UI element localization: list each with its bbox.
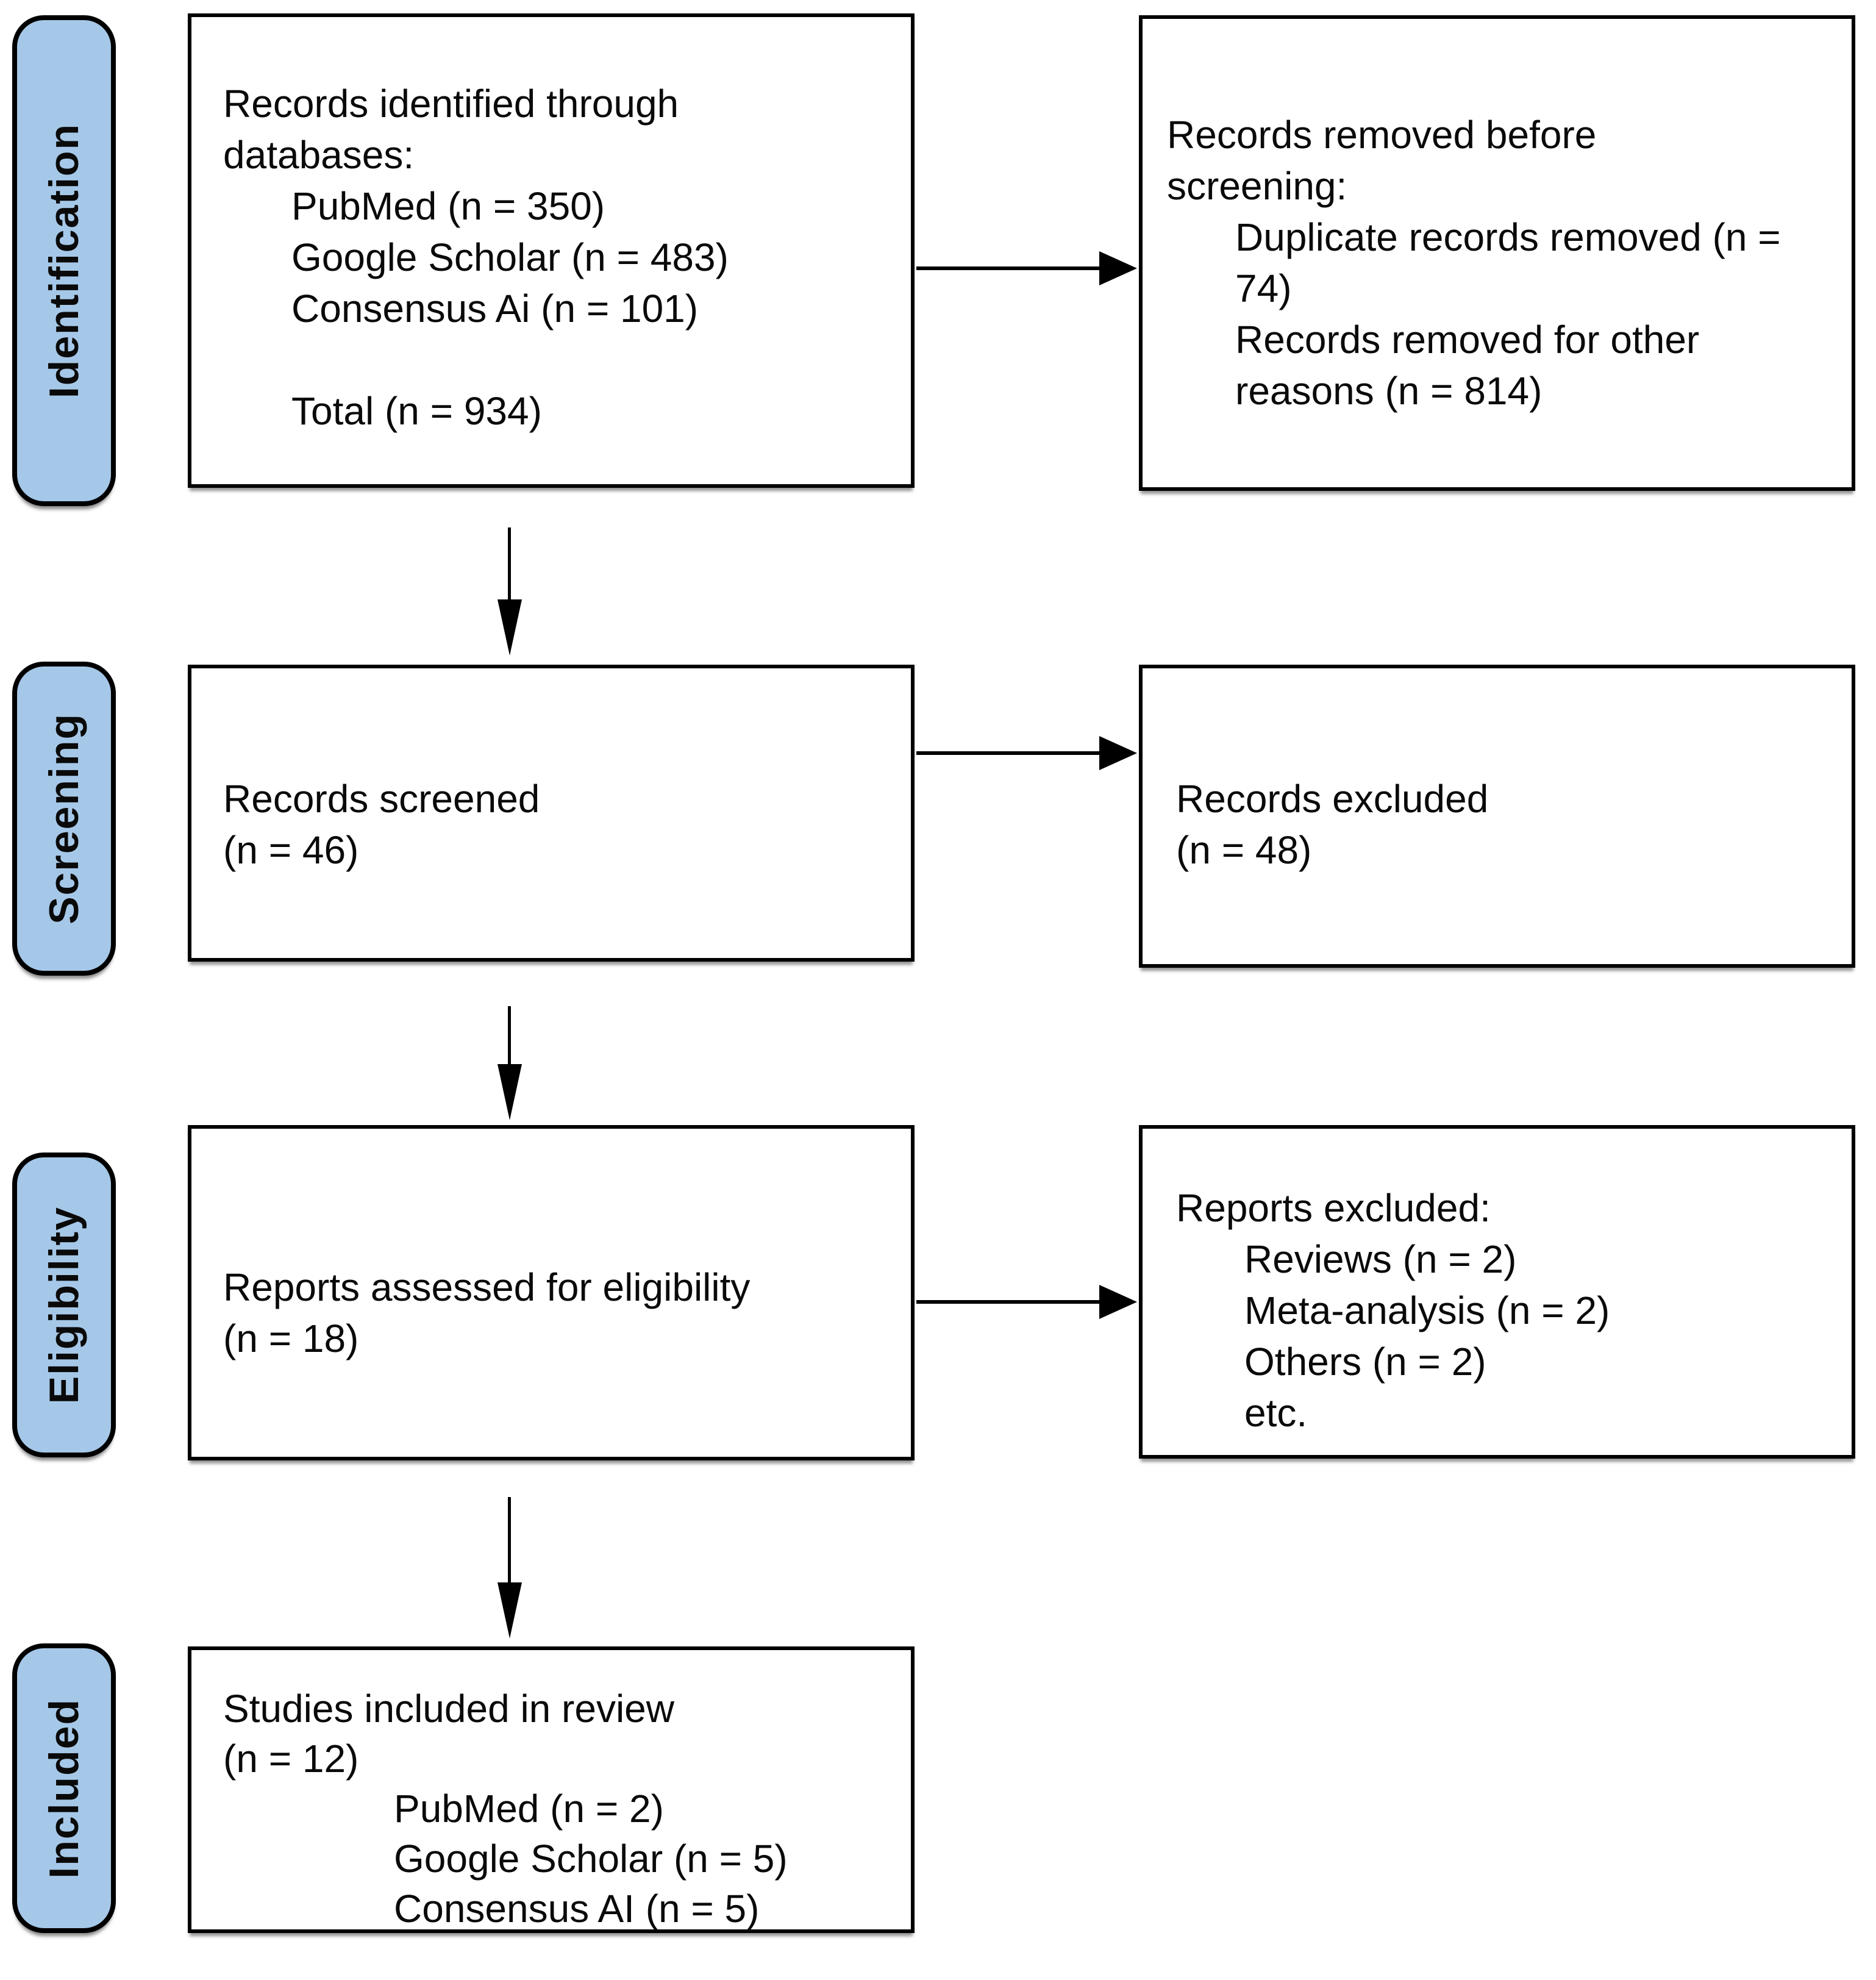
box-records-screened: Records screened (n = 46) xyxy=(188,665,915,962)
studies-included-item-consensus-ai: Consensus AI (n = 5) xyxy=(394,1887,760,1931)
arrow-screened-to-excluded xyxy=(916,735,1137,771)
arrow-shaft xyxy=(508,1006,511,1065)
studies-included-item-google-scholar: Google Scholar (n = 5) xyxy=(394,1837,788,1881)
arrow-right-head-icon xyxy=(1099,1285,1137,1319)
box-studies-included: Studies included in review (n = 12) PubM… xyxy=(188,1646,915,1933)
box-reports-excluded: Reports excluded: Reviews (n = 2) Meta-a… xyxy=(1139,1125,1855,1459)
reports-assessed-count: (n = 18) xyxy=(223,1317,359,1360)
arrow-shaft xyxy=(916,1300,1104,1304)
box-records-removed-text: Records removed before screening: Duplic… xyxy=(1143,19,1852,416)
stage-label-identification-text: Identification xyxy=(41,123,87,399)
studies-included-count: (n = 12) xyxy=(223,1737,359,1781)
arrow-down-head-icon xyxy=(498,1064,522,1120)
arrow-down-head-icon xyxy=(498,599,522,656)
records-screened-line1: Records screened xyxy=(223,777,540,821)
stage-label-eligibility-text: Eligibility xyxy=(41,1206,87,1404)
arrow-right-head-icon xyxy=(1099,251,1137,285)
stage-label-screening-text: Screening xyxy=(41,713,87,924)
records-excluded-line1: Records excluded xyxy=(1176,777,1489,821)
records-removed-item-other-reasons: Records removed for other reasons (n = 8… xyxy=(1235,318,1700,413)
reports-excluded-item-meta-analysis: Meta-analysis (n = 2) xyxy=(1244,1288,1610,1332)
records-removed-line1: Records removed before xyxy=(1167,113,1597,157)
arrow-shaft xyxy=(508,1497,511,1584)
studies-included-item-pubmed: PubMed (n = 2) xyxy=(394,1787,664,1831)
studies-included-line1: Studies included in review xyxy=(223,1687,674,1731)
box-studies-included-text: Studies included in review (n = 12) PubM… xyxy=(191,1650,911,1934)
reports-excluded-item-etc: etc. xyxy=(1244,1391,1308,1435)
stage-label-screening: Screening xyxy=(12,662,116,976)
arrow-shaft xyxy=(916,266,1104,270)
reports-assessed-line1: Reports assessed for eligibility xyxy=(223,1265,751,1309)
records-identified-total: Total (n = 934) xyxy=(291,389,542,433)
stage-label-included: Included xyxy=(12,1643,116,1933)
records-identified-item-google-scholar: Google Scholar (n = 483) xyxy=(291,235,729,279)
reports-excluded-item-reviews: Reviews (n = 2) xyxy=(1244,1237,1517,1281)
stage-label-eligibility: Eligibility xyxy=(12,1153,116,1457)
records-identified-item-consensus-ai: Consensus Ai (n = 101) xyxy=(291,287,699,331)
stage-label-included-text: Included xyxy=(41,1698,87,1879)
records-identified-line2: databases: xyxy=(223,133,415,177)
box-reports-assessed-text: Reports assessed for eligibility (n = 18… xyxy=(191,1129,911,1364)
arrow-shaft xyxy=(508,527,511,601)
arrow-right-head-icon xyxy=(1099,736,1137,770)
records-identified-item-pubmed: PubMed (n = 350) xyxy=(291,184,605,228)
box-records-excluded: Records excluded (n = 48) xyxy=(1139,665,1855,968)
box-records-removed: Records removed before screening: Duplic… xyxy=(1139,15,1855,491)
records-removed-item-duplicates: Duplicate records removed (n = 74) xyxy=(1235,215,1781,310)
box-records-identified: Records identified through databases: Pu… xyxy=(188,13,915,488)
arrow-identified-to-removed xyxy=(916,250,1137,287)
box-reports-assessed: Reports assessed for eligibility (n = 18… xyxy=(188,1125,915,1460)
records-excluded-count: (n = 48) xyxy=(1176,828,1312,872)
box-records-screened-text: Records screened (n = 46) xyxy=(191,668,911,876)
stage-label-identification: Identification xyxy=(12,15,116,506)
box-reports-excluded-text: Reports excluded: Reviews (n = 2) Meta-a… xyxy=(1143,1129,1852,1439)
records-removed-line2: screening: xyxy=(1167,164,1347,208)
box-records-identified-text: Records identified through databases: Pu… xyxy=(191,17,911,437)
records-identified-line1: Records identified through xyxy=(223,82,679,126)
reports-excluded-item-others: Others (n = 2) xyxy=(1244,1340,1486,1384)
records-screened-count: (n = 46) xyxy=(223,828,359,872)
arrow-shaft xyxy=(916,751,1104,755)
box-records-excluded-text: Records excluded (n = 48) xyxy=(1143,668,1852,876)
reports-excluded-intro: Reports excluded: xyxy=(1176,1186,1491,1230)
arrow-assessed-to-excluded xyxy=(916,1284,1137,1320)
arrow-down-head-icon xyxy=(498,1582,522,1639)
